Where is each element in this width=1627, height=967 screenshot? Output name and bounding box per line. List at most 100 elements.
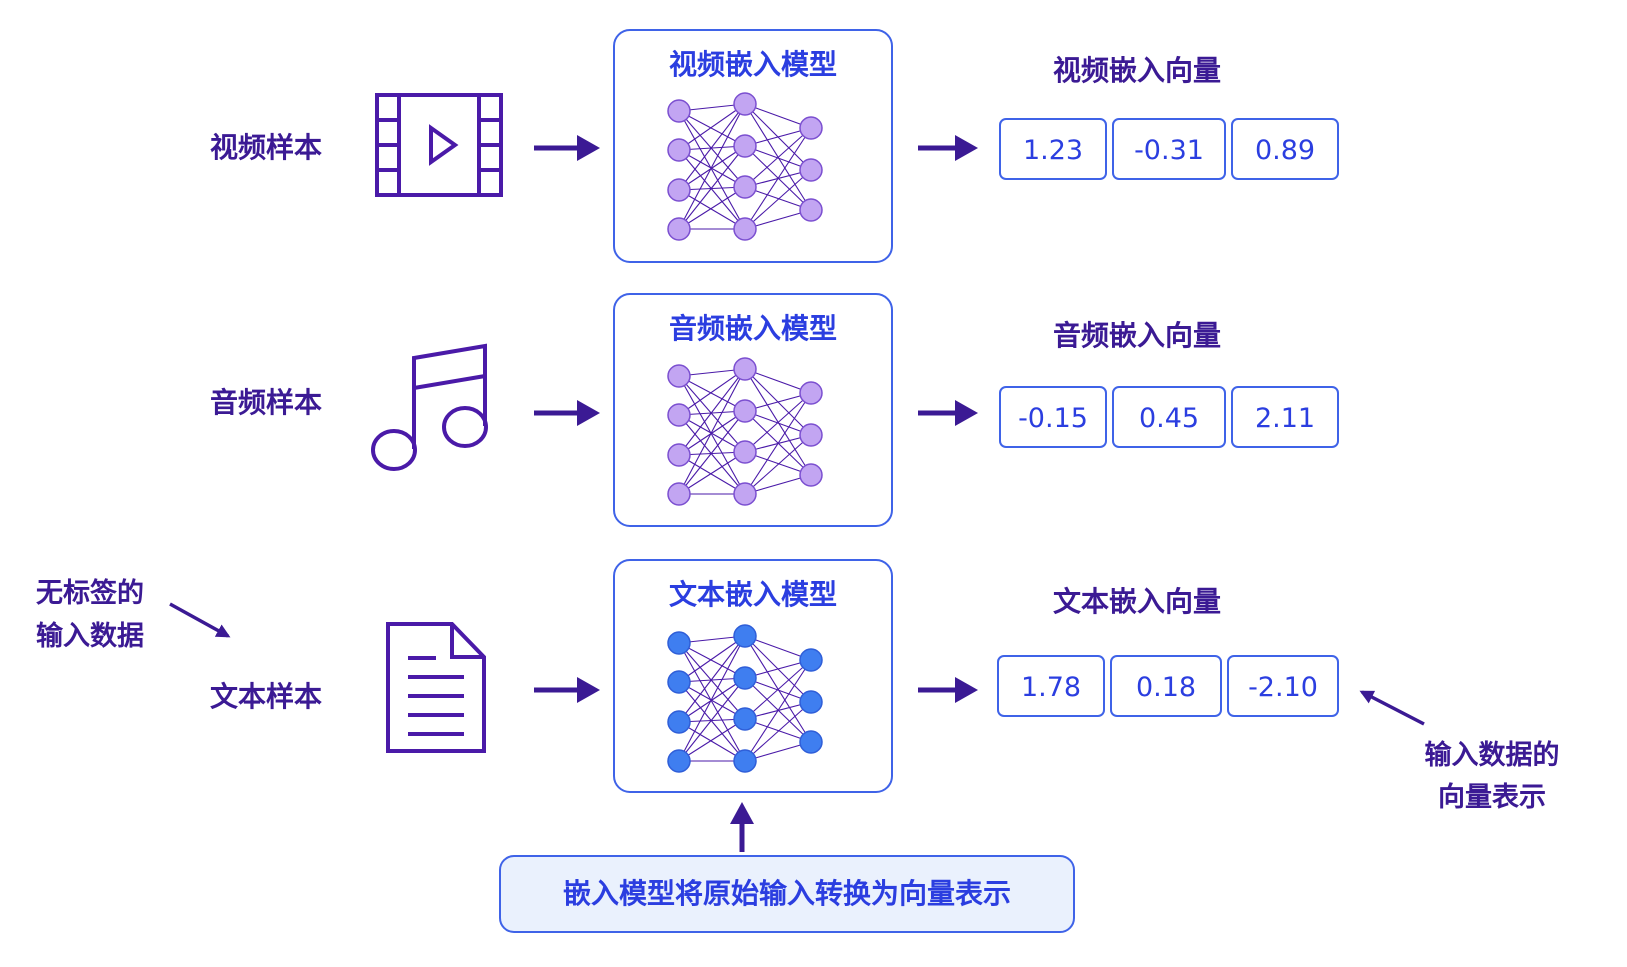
nn-edge <box>678 677 746 723</box>
nn-edge <box>744 701 812 762</box>
nn-edge <box>744 434 812 495</box>
nn-edge <box>678 677 746 762</box>
sample-label-audio: 音频样本 <box>210 386 322 419</box>
nn-node <box>667 482 691 506</box>
vector-value: 1.23 <box>1023 135 1083 166</box>
nn-node <box>733 624 757 648</box>
nn-node <box>733 399 757 423</box>
nn-edge <box>678 145 746 191</box>
model-title-video: 视频嵌入模型 <box>669 48 837 81</box>
nn-edge <box>678 635 746 723</box>
nn-node <box>799 690 823 714</box>
nn-node <box>733 707 757 731</box>
vector-value: -2.10 <box>1248 672 1318 703</box>
nn-edge <box>678 186 746 230</box>
nn-edge <box>678 642 746 762</box>
vector-cell <box>1112 386 1226 448</box>
sample-label-video: 视频样本 <box>210 131 322 164</box>
neural-net-icon-video <box>667 92 823 241</box>
nn-node <box>667 99 691 123</box>
nn-edge <box>744 659 812 720</box>
nn-node <box>733 175 757 199</box>
nn-edge <box>678 410 746 495</box>
nn-edge <box>678 375 746 495</box>
nn-node <box>667 670 691 694</box>
document-icon <box>386 622 486 753</box>
vector-title-audio: 音频嵌入向量 <box>1053 319 1221 352</box>
nn-edge <box>744 392 812 495</box>
vector-value: -0.31 <box>1134 135 1204 166</box>
nn-edge <box>678 189 746 230</box>
nn-node <box>733 217 757 241</box>
arrow-to-vector-audio <box>918 400 978 426</box>
nn-node <box>667 403 691 427</box>
model-title-audio: 音频嵌入模型 <box>669 312 837 345</box>
vector-cell <box>1227 655 1339 717</box>
input-note-line-1: 无标签的 <box>36 577 144 609</box>
nn-node <box>799 198 823 222</box>
nn-node <box>667 749 691 773</box>
arrow-to-model-audio <box>534 400 600 426</box>
nn-node <box>667 631 691 655</box>
vector-value: 2.11 <box>1255 403 1315 434</box>
nn-node <box>667 364 691 388</box>
vector-text: 1.78 0.18 -2.10 <box>997 655 1339 717</box>
vector-title-video: 视频嵌入向量 <box>1053 54 1221 87</box>
nn-edge <box>678 718 746 762</box>
vector-audio: -0.15 0.45 2.11 <box>999 386 1339 448</box>
music-note-icon <box>371 343 488 471</box>
row-audio: 音频样本 音频嵌入模型 音频嵌入向量 -0.15 0.45 2.11 <box>210 293 1339 527</box>
nn-edge <box>678 410 746 456</box>
caption-arrow <box>730 802 754 852</box>
row-text: 无标签的 输入数据 文本样本 文本嵌入模型 文本嵌入向量 <box>36 559 1560 813</box>
caption-box <box>499 855 1075 933</box>
video-icon <box>375 93 503 197</box>
nn-edge <box>678 454 746 495</box>
nn-node <box>799 730 823 754</box>
vector-value: 0.18 <box>1136 672 1196 703</box>
nn-node <box>667 217 691 241</box>
nn-edge <box>678 642 746 679</box>
nn-edge <box>678 681 746 762</box>
nn-node <box>733 357 757 381</box>
nn-edge <box>744 392 812 453</box>
nn-node <box>733 92 757 116</box>
nn-edge <box>678 368 746 495</box>
nn-node <box>799 158 823 182</box>
arrow-to-vector-text <box>918 677 978 703</box>
nn-edge <box>678 103 746 151</box>
vector-value: 0.45 <box>1139 403 1199 434</box>
neural-net-icon-audio <box>667 357 823 506</box>
vector-cell <box>1231 386 1339 448</box>
nn-edge <box>678 451 746 495</box>
output-note-arrow <box>1359 690 1425 726</box>
model-title-text: 文本嵌入模型 <box>669 578 837 611</box>
arrow-to-vector-video <box>918 135 978 161</box>
output-note-line-1: 输入数据的 <box>1425 739 1560 771</box>
nn-node <box>733 134 757 158</box>
vector-cell <box>997 655 1105 717</box>
nn-node <box>733 482 757 506</box>
nn-node <box>667 443 691 467</box>
nn-edge <box>678 103 746 230</box>
arrow-to-model-text <box>534 677 600 703</box>
vector-value: 1.78 <box>1021 672 1081 703</box>
nn-node <box>667 710 691 734</box>
nn-node <box>733 749 757 773</box>
nn-node <box>733 440 757 464</box>
nn-node <box>799 423 823 447</box>
nn-edge <box>744 659 812 762</box>
caption-text: 嵌入模型将原始输入转换为向量表示 <box>563 877 1011 910</box>
output-note-line-2: 向量表示 <box>1438 781 1546 813</box>
nn-node <box>733 666 757 690</box>
nn-node <box>799 463 823 487</box>
nn-edge <box>744 169 812 230</box>
vector-cell <box>1110 655 1222 717</box>
vector-value: 0.89 <box>1255 135 1315 166</box>
nn-edge <box>678 368 746 456</box>
nn-edge <box>678 110 746 230</box>
nn-edge <box>744 127 812 188</box>
nn-node <box>799 116 823 140</box>
nn-edge <box>678 642 746 720</box>
